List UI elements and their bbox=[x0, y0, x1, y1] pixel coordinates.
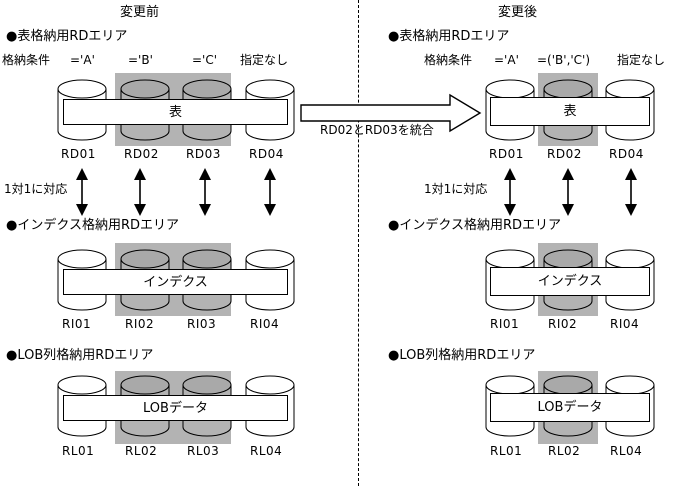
cylinder-rd04-after bbox=[605, 79, 655, 141]
cylinder-ri02-after bbox=[543, 249, 593, 311]
area-label-rl02-before: RL02 bbox=[125, 444, 158, 458]
cylinder-rd02-before bbox=[120, 79, 170, 141]
area-label-rl02-after: RL02 bbox=[548, 444, 581, 458]
area-label-ri01-before: RI01 bbox=[62, 317, 92, 331]
area-label-rd04-before: RD04 bbox=[249, 147, 284, 161]
condition-label-after: 格納条件 bbox=[424, 53, 473, 67]
cylinder-rd03-before bbox=[182, 79, 232, 141]
cylinder-rl04-after bbox=[605, 375, 655, 437]
transition-arrow-icon bbox=[300, 93, 482, 133]
cylinder-ri02-before bbox=[120, 249, 170, 311]
relation-arrow-rd04-ri04-after bbox=[624, 168, 638, 216]
relation-arrow-rd04-ri04 bbox=[263, 168, 277, 216]
condition-label-before: 格納条件 bbox=[2, 53, 51, 67]
area-label-ri04-after: RI04 bbox=[610, 317, 640, 331]
condition-value-rd01-after: ='A' bbox=[494, 53, 519, 67]
area-label-rd04-after: RD04 bbox=[609, 147, 644, 161]
data-box-index-before: インデクス bbox=[63, 269, 288, 295]
relation-label-before: 1対1に対応 bbox=[4, 182, 68, 196]
data-box-table-after: 表 bbox=[490, 97, 650, 126]
area-label-rl04-before: RL04 bbox=[250, 444, 283, 458]
cylinder-ri01-after bbox=[485, 249, 535, 311]
data-box-index-after: インデクス bbox=[490, 267, 650, 296]
condition-value-rd02-after: =('B','C') bbox=[537, 53, 591, 67]
relation-arrow-rd01-ri01 bbox=[75, 168, 89, 216]
transition-arrow-label: RD02とRD03を統合 bbox=[320, 123, 434, 137]
heading-index-area-after: ●インデクス格納用RDエリア bbox=[388, 218, 561, 233]
heading-lob-area-after: ●LOB列格納用RDエリア bbox=[388, 348, 536, 363]
data-box-lob-after: LOBデータ bbox=[490, 393, 650, 422]
data-box-table-before: 表 bbox=[63, 99, 288, 125]
condition-value-rd03-before: ='C' bbox=[192, 53, 218, 67]
relation-arrow-rd02-ri02 bbox=[133, 168, 147, 216]
panel-title-after: 変更後 bbox=[498, 5, 538, 20]
cylinder-ri01-before bbox=[57, 249, 107, 311]
relation-arrow-rd02-ri02-after bbox=[561, 168, 575, 216]
area-label-rd02-after: RD02 bbox=[547, 147, 582, 161]
panel-divider bbox=[358, 0, 359, 486]
data-box-lob-before: LOBデータ bbox=[63, 395, 288, 421]
cylinder-ri04-before bbox=[245, 249, 295, 311]
relation-arrow-rd03-ri03 bbox=[198, 168, 212, 216]
area-label-rl03-before: RL03 bbox=[187, 444, 220, 458]
cylinder-rl01-after bbox=[485, 375, 535, 437]
cylinder-rl02-after bbox=[543, 375, 593, 437]
cylinder-rd01-before bbox=[57, 79, 107, 141]
area-label-ri04-before: RI04 bbox=[250, 317, 280, 331]
area-label-rd01-before: RD01 bbox=[61, 147, 96, 161]
area-label-rl04-after: RL04 bbox=[610, 444, 643, 458]
panel-title-before: 変更前 bbox=[120, 5, 160, 20]
area-label-rl01-before: RL01 bbox=[62, 444, 95, 458]
condition-value-rd04-after: 指定なし bbox=[617, 53, 666, 67]
area-label-ri03-before: RI03 bbox=[187, 317, 217, 331]
relation-arrow-rd01-ri01-after bbox=[503, 168, 517, 216]
condition-value-rd04-before: 指定なし bbox=[240, 53, 289, 67]
heading-index-area-before: ●インデクス格納用RDエリア bbox=[6, 218, 179, 233]
cylinder-rl02-before bbox=[120, 375, 170, 437]
area-label-rd01-after: RD01 bbox=[489, 147, 524, 161]
area-label-rd03-before: RD03 bbox=[186, 147, 221, 161]
cylinder-ri04-after bbox=[605, 249, 655, 311]
heading-lob-area-before: ●LOB列格納用RDエリア bbox=[6, 348, 154, 363]
condition-value-rd01-before: ='A' bbox=[70, 53, 95, 67]
area-label-ri01-after: RI01 bbox=[490, 317, 520, 331]
area-label-rd02-before: RD02 bbox=[124, 147, 159, 161]
condition-value-rd02-before: ='B' bbox=[128, 53, 153, 67]
cylinder-rl01-before bbox=[57, 375, 107, 437]
cylinder-rl03-before bbox=[182, 375, 232, 437]
cylinder-ri03-before bbox=[182, 249, 232, 311]
cylinder-rd04-before bbox=[245, 79, 295, 141]
cylinder-rl04-before bbox=[245, 375, 295, 437]
heading-table-area-before: ●表格納用RDエリア bbox=[6, 29, 128, 44]
area-label-ri02-after: RI02 bbox=[548, 317, 578, 331]
heading-table-area-after: ●表格納用RDエリア bbox=[388, 29, 510, 44]
area-label-rl01-after: RL01 bbox=[490, 444, 523, 458]
relation-label-after: 1対1に対応 bbox=[424, 182, 488, 196]
area-label-ri02-before: RI02 bbox=[125, 317, 155, 331]
